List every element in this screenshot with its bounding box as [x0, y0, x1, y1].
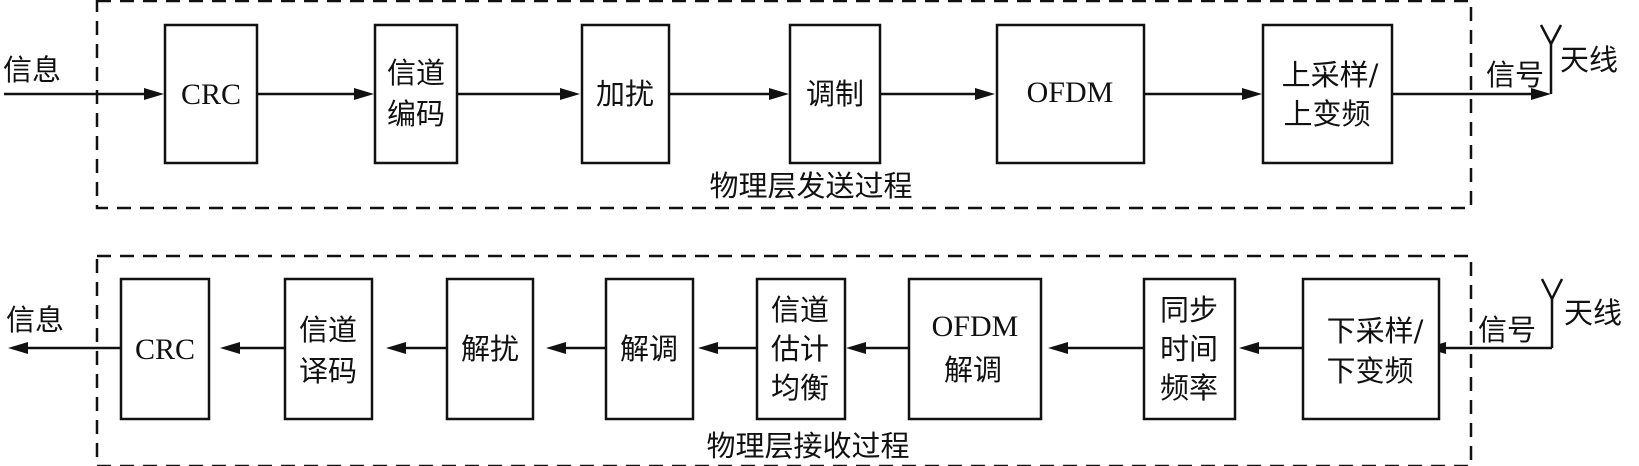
rx-block-crc: CRC — [119, 277, 211, 421]
tx-block-modulation: 调制 — [788, 23, 882, 165]
rx-block-demodulation-label: 解调 — [620, 332, 678, 366]
rx-block-descrambling-label: 解扰 — [461, 332, 519, 366]
tx-signal-label: 信号 — [1486, 58, 1544, 92]
rx-signal-label: 信号 — [1478, 313, 1536, 347]
rx-block-sync-line3: 频率 — [1160, 371, 1218, 405]
tx-arrow-upconvert-antenna — [1393, 88, 1551, 100]
rx-block-downsample-downconvert: 下采样/ 下变频 — [1301, 277, 1441, 421]
rx-block-ofdm-line1: OFDM — [932, 310, 1019, 343]
tx-block-ofdm-label: OFDM — [1027, 76, 1114, 109]
rx-arrow-demod-descrambling — [546, 342, 605, 354]
rx-antenna-icon — [1540, 278, 1564, 348]
tx-block-channel-coding-line1: 信道 — [387, 56, 445, 90]
tx-block-ofdm: OFDM — [995, 23, 1146, 165]
receive-group-label: 物理层接收过程 — [706, 429, 909, 463]
rx-arrow-ofdm-equalization — [846, 342, 908, 354]
rx-block-equalization-line3: 均衡 — [771, 371, 829, 405]
rx-block-descrambling: 解扰 — [445, 277, 535, 421]
tx-arrow-input-crc — [4, 88, 164, 100]
rx-block-demodulation: 解调 — [604, 277, 695, 421]
tx-block-crc: CRC — [163, 23, 259, 165]
rx-block-sync-line2: 时间 — [1160, 332, 1218, 366]
rx-block-crc-label: CRC — [135, 333, 195, 366]
rx-arrow-crc-output — [8, 342, 120, 354]
tx-antenna-label: 天线 — [1560, 43, 1618, 77]
rx-arrow-downconvert-sync — [1239, 342, 1302, 354]
rx-output-label: 信息 — [6, 303, 64, 337]
rx-block-downconvert-line1: 下采样/ — [1327, 314, 1424, 348]
tx-block-scrambling: 加扰 — [580, 23, 671, 165]
rx-arrow-decoding-crc — [220, 342, 284, 354]
rx-block-decoding-line2: 译码 — [299, 354, 357, 388]
tx-antenna-icon — [1539, 24, 1563, 94]
transmit-group-border — [95, 0, 1473, 210]
rx-block-ofdm-demod: OFDM 解调 — [907, 277, 1043, 421]
receive-group-border — [95, 254, 1473, 466]
tx-block-scrambling-label: 加扰 — [596, 77, 654, 111]
tx-block-upconvert-line2: 上变频 — [1283, 97, 1370, 131]
tx-arrow-modulation-ofdm — [881, 88, 995, 100]
rx-block-downconvert-line2: 下变频 — [1326, 354, 1413, 388]
tx-arrow-coding-scrambling — [458, 88, 580, 100]
rx-block-sync-line1: 同步 — [1160, 293, 1218, 327]
tx-block-crc-label: CRC — [181, 78, 241, 111]
tx-input-label: 信息 — [3, 53, 61, 87]
rx-arrow-equalization-demod — [698, 342, 756, 354]
rx-block-decoding-line1: 信道 — [299, 313, 357, 347]
rx-arrow-sync-ofdm — [1048, 342, 1143, 354]
tx-arrow-scrambling-modulation — [670, 88, 789, 100]
rx-block-ofdm-line2: 解调 — [944, 353, 1002, 387]
tx-block-upconvert-line1: 上采样/ — [1282, 58, 1379, 92]
tx-block-modulation-label: 调制 — [806, 77, 864, 111]
tx-block-channel-coding: 信道 编码 — [373, 23, 459, 165]
receive-chain: 物理层接收过程 信息 信号 天线 — [6, 254, 1622, 466]
rx-block-channel-estimation-equalization: 信道 估计 均衡 — [755, 277, 847, 421]
rx-block-equalization-line2: 估计 — [771, 332, 829, 366]
rx-block-equalization-line1: 信道 — [771, 293, 829, 327]
rx-antenna-label: 天线 — [1564, 296, 1622, 330]
tx-connectors — [4, 88, 1551, 100]
tx-block-channel-coding-line2: 编码 — [387, 97, 445, 131]
tx-arrow-crc-coding — [258, 88, 374, 100]
transmit-group-label: 物理层发送过程 — [709, 169, 912, 203]
rx-block-channel-decoding: 信道 译码 — [283, 277, 374, 421]
rx-arrow-descrambling-decoding — [386, 342, 446, 354]
tx-arrow-ofdm-upconvert — [1145, 88, 1262, 100]
tx-block-upsample-upconvert: 上采样/ 上变频 — [1261, 23, 1394, 165]
transmit-chain: 物理层发送过程 信息 信号 天线 — [3, 0, 1618, 210]
rx-block-sync-time-freq: 同步 时间 频率 — [1142, 277, 1237, 421]
